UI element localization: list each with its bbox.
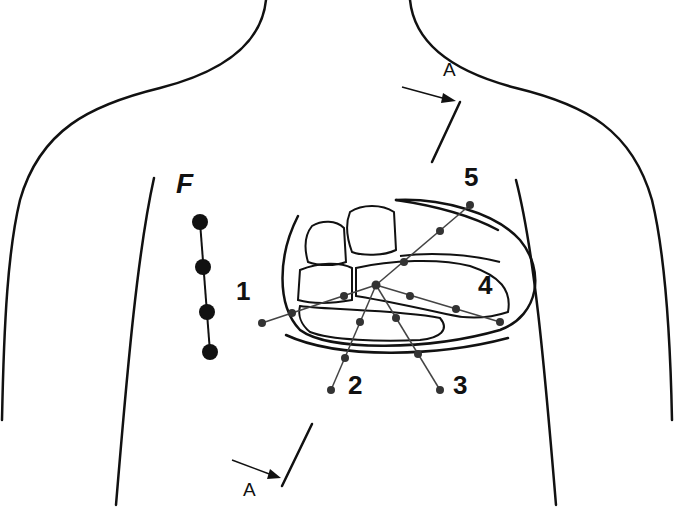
body-outline bbox=[2, 0, 266, 420]
heart-chamber bbox=[347, 206, 396, 255]
heart-chamber bbox=[299, 306, 444, 341]
heart-chamber bbox=[400, 254, 500, 262]
callout-number: 4 bbox=[478, 272, 492, 298]
heart-outline bbox=[286, 335, 508, 353]
heart-outline bbox=[283, 200, 536, 346]
callout-number: 3 bbox=[453, 372, 467, 398]
callout-number: 5 bbox=[464, 164, 478, 190]
arm-line bbox=[516, 180, 556, 505]
lead-label: F bbox=[176, 170, 193, 198]
arm-line bbox=[116, 178, 154, 505]
callout-number: 1 bbox=[236, 278, 250, 304]
section-label: A bbox=[243, 480, 256, 499]
heart-chamber bbox=[305, 222, 346, 265]
callout-number: 2 bbox=[348, 372, 362, 398]
section-label: A bbox=[443, 60, 456, 79]
heart-chamber bbox=[298, 264, 352, 303]
